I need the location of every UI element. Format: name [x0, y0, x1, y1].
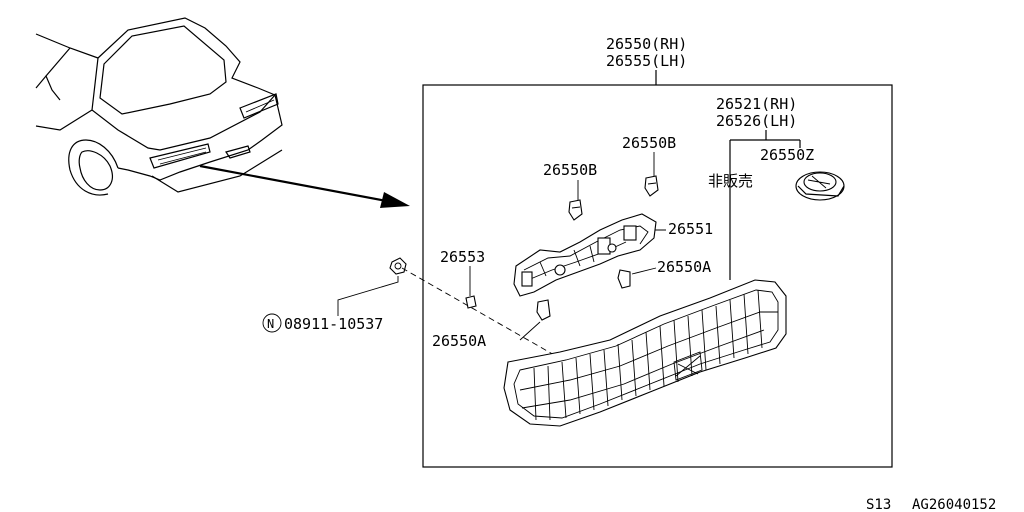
label-not-for-sale: 非販売: [708, 172, 753, 190]
label-08911-10537: 08911-10537: [284, 315, 383, 333]
bulb-26550b-upper: [644, 175, 659, 197]
label-26550a-left: 26550A: [432, 332, 486, 350]
label-26550-rh: 26550(RH): [606, 35, 687, 53]
label-26551: 26551: [668, 220, 713, 238]
bulb-26550a-left: [536, 299, 551, 321]
footer-code: AG26040152: [912, 497, 996, 512]
label-26553: 26553: [440, 248, 485, 266]
lens-26521: [503, 279, 787, 427]
label-26550a-right: 26550A: [657, 258, 711, 276]
pointer-arrow: [199, 164, 410, 208]
label-26521-rh: 26521(RH): [716, 95, 797, 113]
nut-marker-circle: [262, 313, 282, 333]
label-nut-prefix: N: [267, 317, 274, 331]
car-rear-illustration: [35, 17, 283, 196]
footer-section: S13: [866, 497, 891, 512]
clip-26553: [465, 295, 477, 309]
label-26550b-upper: 26550B: [622, 134, 676, 152]
bulb-26550a-right: [617, 269, 631, 289]
socket-26550z: [795, 171, 845, 201]
nut-08911-10537: [389, 257, 407, 275]
assembly-frame: [422, 84, 893, 468]
label-26550b-left: 26550B: [543, 161, 597, 179]
label-26555-lh: 26555(LH): [606, 52, 687, 70]
label-26526-lh: 26526(LH): [716, 112, 797, 130]
housing-26551: [513, 213, 657, 297]
label-26550z: 26550Z: [760, 146, 814, 164]
bulb-26550b-left: [568, 199, 583, 221]
